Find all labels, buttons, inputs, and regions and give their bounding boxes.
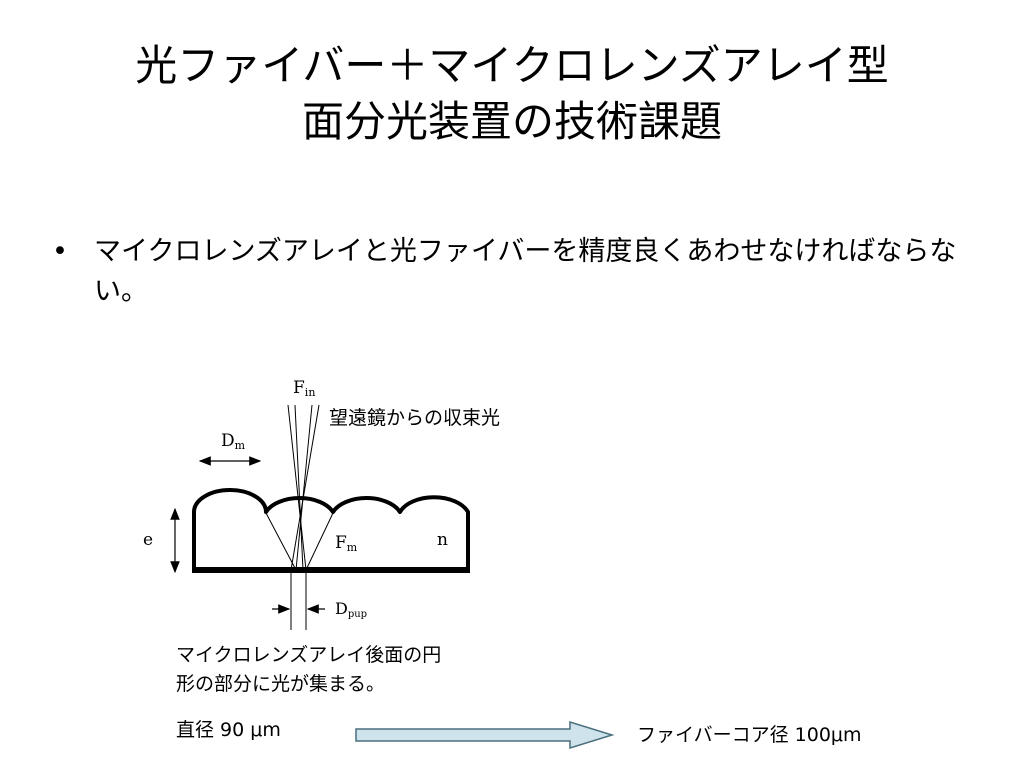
e-label: e [143, 530, 153, 550]
bullet-marker: • [52, 236, 68, 267]
d-pup-label: Dpup [335, 599, 367, 620]
n-label: n [437, 530, 448, 550]
fiber-core-label: ファイバーコア径 100μm [637, 724, 862, 746]
rear-surface-note-line-2: 形の部分に光が集まる。 [176, 673, 386, 695]
incoming-light-rays [287, 404, 320, 571]
bullet-item: • マイクロレンズアレイと光ファイバーを精度良くあわせなければならない。 [52, 232, 972, 312]
microlens-array-body [192, 488, 470, 570]
d-m-label: Dm [221, 431, 246, 452]
slide-title-line-1: 光ファイバー＋マイクロレンズアレイ型 [135, 41, 889, 90]
diameter-label: 直径 90 μm [176, 719, 281, 741]
fiber-lines [290, 570, 307, 630]
f-in-label: Fin [293, 378, 315, 399]
focal-cone-lines [265, 512, 334, 571]
rear-surface-note-line-1: マイクロレンズアレイ後面の円 [176, 644, 442, 666]
telescope-light-label: 望遠鏡からの収束光 [329, 407, 501, 429]
direction-arrow [355, 720, 615, 750]
bullet-text: マイクロレンズアレイと光ファイバーを精度良くあわせなければならない。 [94, 236, 957, 307]
rear-surface-note: マイクロレンズアレイ後面の円 形の部分に光が集まる。 [176, 641, 441, 699]
slide-title: 光ファイバー＋マイクロレンズアレイ型 面分光装置の技術課題 [0, 38, 1024, 150]
slide-title-line-2: 面分光装置の技術課題 [301, 97, 722, 146]
f-m-label: Fm [335, 533, 358, 554]
